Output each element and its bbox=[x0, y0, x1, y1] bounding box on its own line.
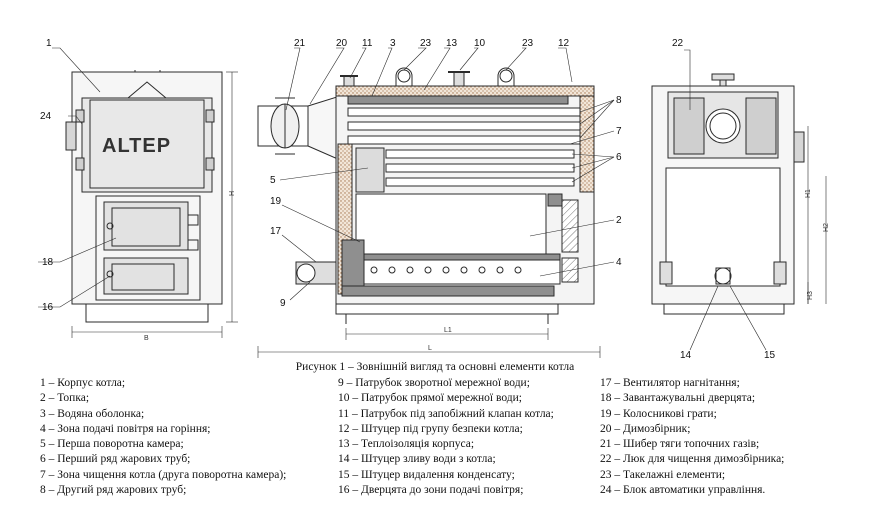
callout-6: 6 bbox=[616, 152, 622, 163]
automation-block bbox=[65, 121, 77, 151]
legend-item: 2 – Топка; bbox=[40, 392, 90, 405]
legend-item: 24 – Блок автоматики управління. bbox=[600, 484, 766, 497]
callout-16: 16 bbox=[42, 302, 54, 313]
legend-item: 19 – Колосникові грати; bbox=[600, 407, 717, 420]
dim-l1-label: L1 bbox=[444, 327, 452, 334]
front-upper-panel bbox=[81, 97, 213, 193]
legend-column-3: 17 – Вентилятор нагнітання; 18 – Заванта… bbox=[600, 376, 784, 498]
legend-item: 10 – Патрубок прямої мережної води; bbox=[338, 392, 522, 405]
water-jacket bbox=[347, 95, 569, 105]
legend-item: 16 – Дверцята до зони подачі повітря; bbox=[338, 484, 524, 497]
callout-24: 24 bbox=[40, 111, 52, 122]
figure-caption: Рисунок 1 – Зовнішній вигляд та основні … bbox=[295, 361, 575, 373]
boiler-drawing: ALTEP B H bbox=[38, 38, 830, 361]
callout-21: 21 bbox=[294, 38, 306, 49]
callout-11: 11 bbox=[362, 38, 373, 49]
legend-item: 3 – Водяна оболонка; bbox=[40, 407, 145, 420]
front-base bbox=[85, 303, 209, 323]
callout-numbers: 1 24 18 16 21 20 11 3 23 13 10 23 12 8 7… bbox=[40, 38, 776, 361]
callout-5: 5 bbox=[270, 175, 276, 186]
insulation-rear bbox=[579, 95, 595, 193]
legend-item: 13 – Теплоізоляція корпуса; bbox=[338, 438, 475, 451]
dim-h1-label: H1 bbox=[805, 189, 812, 198]
rear-view bbox=[651, 73, 827, 315]
legend-item: 1 – Корпус котла; bbox=[40, 377, 126, 389]
callout-4: 4 bbox=[616, 257, 622, 268]
callout-17: 17 bbox=[270, 226, 282, 237]
dim-b-label: B bbox=[144, 335, 149, 342]
first-turning-chamber bbox=[355, 147, 385, 193]
legend-item: 5 – Перша поворотна камера; bbox=[40, 438, 184, 451]
legend-item: 15 – Штуцер видалення конденсату; bbox=[338, 468, 515, 481]
cleaning-hatch bbox=[673, 97, 705, 155]
loading-door bbox=[103, 201, 189, 251]
legend-column-2: 9 – Патрубок зворотної мережної води; 10… bbox=[338, 376, 554, 498]
legend-item: 11 – Патрубок під запобіжний клапан котл… bbox=[338, 407, 554, 420]
callout-12: 12 bbox=[558, 38, 570, 49]
legend-item: 8 – Другий ряд жарових труб; bbox=[40, 484, 187, 497]
dim-h-label: H bbox=[229, 191, 236, 196]
front-view bbox=[65, 70, 238, 338]
callout-15: 15 bbox=[764, 350, 776, 361]
rear-base bbox=[663, 303, 785, 315]
legend-item: 12 – Штуцер під групу безпеки котла; bbox=[338, 422, 523, 435]
legend-column-1: 1 – Корпус котла; 2 – Топка; 3 – Водяна … bbox=[40, 376, 286, 498]
logo-text: ALTEP bbox=[102, 135, 171, 157]
callout-8: 8 bbox=[616, 95, 622, 106]
grate bbox=[359, 253, 561, 261]
callout-10: 10 bbox=[474, 38, 486, 49]
dim-l-label: L bbox=[428, 345, 432, 352]
legend-item: 14 – Штуцер зливу води з котла; bbox=[338, 453, 496, 466]
side-section-view bbox=[257, 67, 601, 358]
air-zone-door bbox=[103, 257, 189, 295]
legend-item: 17 – Вентилятор нагнітання; bbox=[600, 377, 740, 389]
callout-9: 9 bbox=[280, 298, 286, 309]
dim-h2-label: H2 bbox=[823, 223, 830, 232]
callout-2: 2 bbox=[616, 215, 622, 226]
callout-18: 18 bbox=[42, 257, 54, 268]
legend-item: 22 – Люк для чищення димозбірника; bbox=[600, 453, 785, 466]
callout-22: 22 bbox=[672, 38, 684, 49]
dim-h3-label: H3 bbox=[807, 291, 814, 300]
front-panel-frame bbox=[89, 99, 205, 189]
furnace bbox=[355, 193, 547, 255]
legend-item: 6 – Перший ряд жарових труб; bbox=[40, 453, 191, 466]
leader-lines bbox=[38, 47, 767, 351]
side-base bbox=[335, 303, 559, 315]
callout-14: 14 bbox=[680, 350, 692, 361]
insulation-top bbox=[335, 85, 595, 97]
callout-23a: 23 bbox=[420, 38, 432, 49]
legend-item: 18 – Завантажувальні дверцята; bbox=[600, 392, 756, 405]
callout-7: 7 bbox=[616, 126, 622, 137]
callout-3: 3 bbox=[390, 38, 396, 49]
callout-20: 20 bbox=[336, 38, 348, 49]
legend-item: 23 – Такелажні елементи; bbox=[600, 468, 726, 481]
callout-19: 19 bbox=[270, 196, 282, 207]
callout-13: 13 bbox=[446, 38, 458, 49]
callout-23b: 23 bbox=[522, 38, 534, 49]
legend-item: 7 – Зона чищення котла (друга поворотна … bbox=[40, 468, 287, 481]
legend-item: 9 – Патрубок зворотної мережної води; bbox=[338, 377, 530, 389]
legend-item: 21 – Шибер тяги топочних газів; bbox=[600, 438, 760, 451]
legend-item: 20 – Димозбірник; bbox=[600, 422, 691, 435]
legend-item: 4 – Зона подачі повітря на горіння; bbox=[40, 422, 211, 435]
callout-1: 1 bbox=[46, 38, 52, 49]
